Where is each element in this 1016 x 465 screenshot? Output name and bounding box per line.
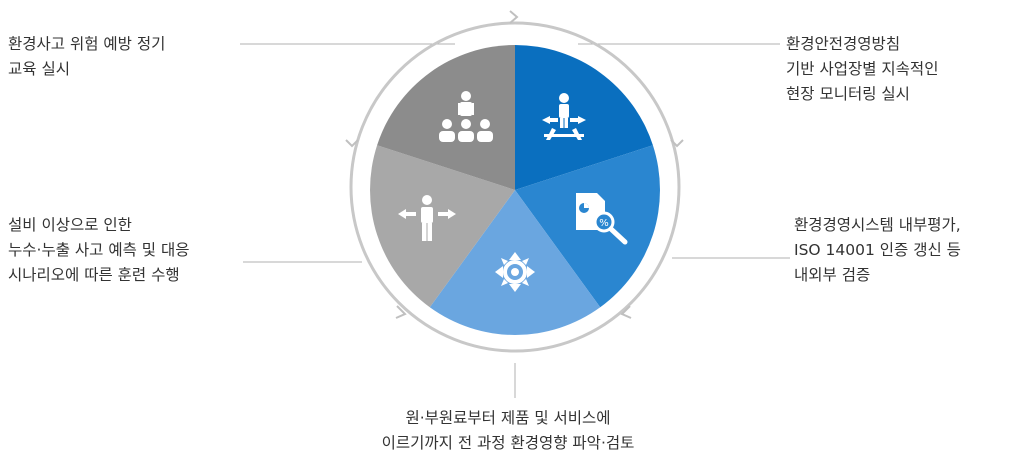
label-bottom: 원·부원료부터 제품 및 서비스에 이르기까지 전 과정 환경영향 파악·검토 (0, 406, 1016, 456)
label-line: 기반 사업장별 지속적인 (786, 60, 939, 78)
label-line: 누수·누출 사고 예측 및 대응 (8, 241, 190, 259)
label-line: 원·부원료부터 제품 및 서비스에 (405, 409, 611, 427)
ring-arrow-left (345, 139, 359, 148)
label-top-left: 환경사고 위험 예방 정기 교육 실시 (8, 32, 165, 82)
label-top-right: 환경안전경영방침 기반 사업장별 지속적인 현장 모니터링 실시 (786, 32, 938, 107)
label-line: 내외부 검증 (794, 266, 871, 284)
svg-text:%: % (599, 218, 609, 229)
label-line: 교육 실시 (8, 60, 70, 78)
label-line: 현장 모니터링 실시 (786, 85, 910, 103)
ring-arrow-right (670, 139, 684, 148)
document-magnifier-icon: % (576, 193, 628, 245)
presenter-audience-icon (439, 91, 493, 142)
person-arrows-icon (398, 195, 456, 241)
compass-arrows-icon (495, 252, 535, 292)
label-line: 환경사고 위험 예방 정기 (8, 35, 166, 53)
ring-arrow-bottom-left (395, 305, 407, 319)
ring-arrow-top (509, 10, 519, 24)
label-middle-right: 환경경영시스템 내부평가, ISO 14001 인증 갱신 등 내외부 검증 (794, 213, 961, 288)
segment-top-right (515, 45, 653, 190)
label-line: 시나리오에 따른 훈련 수행 (8, 266, 180, 284)
label-line: ISO 14001 인증 갱신 등 (794, 241, 961, 259)
label-line: 환경경영시스템 내부평가, (794, 216, 961, 234)
cycle-ring (349, 21, 681, 353)
label-line: 이르기까지 전 과정 환경영향 파악·검토 (381, 434, 635, 452)
label-line: 설비 이상으로 인한 (8, 216, 132, 234)
segment-top-left (377, 45, 515, 190)
ring-arrow-bottom-right (620, 305, 632, 319)
person-crossroads-icon (542, 93, 586, 140)
label-middle-left: 설비 이상으로 인한 누수·누출 사고 예측 및 대응 시나리오에 따른 훈련 … (8, 213, 190, 288)
segment-left (370, 145, 515, 308)
label-line: 환경안전경영방침 (786, 35, 901, 53)
